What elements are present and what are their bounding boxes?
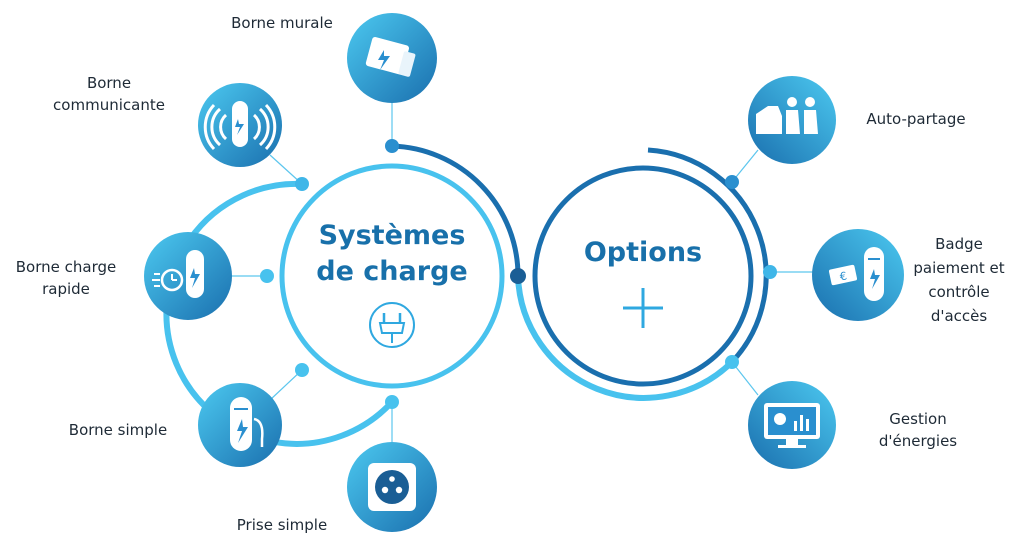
item-circle-prise-simple: [347, 442, 437, 532]
label-borne-murale: Borne murale: [231, 14, 333, 32]
badge-payment-icon: €: [828, 247, 884, 301]
label-borne-communicante: Borne communicante: [44, 72, 174, 116]
simple-charger-icon: [230, 397, 264, 451]
label-borne-charge-rapide-line2: rapide: [42, 280, 90, 298]
socket-icon: [368, 463, 416, 511]
left-outer-arc-dark: [391, 143, 521, 277]
fast-charger-icon: [152, 250, 204, 298]
left-hub-title-line2: de charge: [316, 256, 468, 287]
label-borne-charge-rapide: Borne charge rapide: [6, 256, 126, 300]
left-hub-title-line1: Systèmes: [318, 220, 466, 251]
label-auto-partage: Auto-partage: [866, 110, 966, 128]
item-circle-borne-simple: [198, 383, 282, 467]
left-hub: [163, 143, 521, 447]
item-circle-borne-murale: [347, 13, 437, 103]
right-inner-circle: [532, 165, 754, 387]
label-gestion: Gestion d'énergies: [858, 408, 978, 452]
wireless-charger-icon: [203, 101, 277, 151]
right-hub: [515, 147, 769, 401]
label-borne-charge-rapide-line1: Borne charge: [15, 258, 117, 276]
svg-text:€: €: [839, 269, 849, 283]
plug-icon: [369, 302, 415, 348]
car-sharing-icon: [756, 97, 818, 134]
join-dot: [510, 268, 526, 284]
label-prise-simple: Prise simple: [236, 516, 328, 534]
label-badge-line1: Badge: [935, 235, 983, 253]
left-hub-title: Systèmes de charge: [312, 218, 472, 290]
connector-lines: [230, 100, 815, 445]
label-badge-line3: contrôle: [928, 283, 990, 301]
item-circle-borne-communicante: [198, 83, 282, 167]
right-outer-arc-dark: [647, 147, 769, 364]
label-borne-communicante-line2: communicante: [53, 96, 165, 114]
right-outer-arc-light: [515, 275, 735, 401]
label-gestion-line1: Gestion: [889, 410, 947, 428]
label-badge: Badge paiement et contrôle d'accès: [900, 232, 1018, 328]
label-borne-simple: Borne simple: [68, 421, 168, 439]
label-gestion-line2: d'énergies: [878, 432, 958, 450]
connector-dots: [260, 139, 777, 409]
right-hub-title: Options: [583, 237, 703, 268]
left-outer-arc: [163, 180, 395, 447]
left-inner-circle: [279, 163, 505, 389]
item-circle-borne-charge-rapide: [144, 232, 232, 320]
item-circle-badge: €: [812, 229, 904, 321]
wall-charger-icon: [365, 37, 416, 77]
item-circle-gestion: [748, 381, 836, 469]
label-badge-line2: paiement et: [913, 259, 1005, 277]
item-circle-auto-partage: [748, 76, 836, 164]
label-badge-line4: d'accès: [930, 307, 988, 325]
plus-icon: [623, 288, 663, 328]
label-borne-communicante-line1: Borne: [86, 74, 132, 92]
energy-management-icon: [764, 403, 820, 448]
